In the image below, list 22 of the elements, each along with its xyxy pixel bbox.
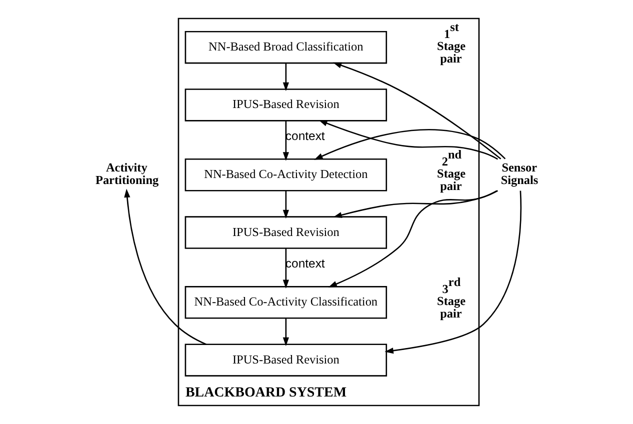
arrow	[282, 190, 289, 219]
arrow	[332, 62, 502, 160]
node-box: IPUS-Based Revision	[184, 88, 388, 122]
arrow	[282, 248, 289, 288]
node-box: IPUS-Based Revision	[184, 216, 388, 249]
edge-label: context	[285, 129, 325, 144]
arrow	[318, 120, 498, 160]
arrow	[282, 120, 289, 161]
node-box: IPUS-Based Revision	[184, 344, 388, 376]
node-box: NN-Based Co-Activity Classification	[184, 286, 388, 319]
arrow	[328, 190, 498, 288]
arrow	[314, 129, 506, 160]
edge-label: context	[285, 256, 325, 271]
arrow	[384, 190, 522, 354]
node-text: Sensor Signals	[500, 160, 538, 187]
arrow	[282, 318, 289, 346]
arrow	[282, 63, 289, 92]
arrow	[333, 190, 498, 218]
node-text: Activity Partitioning	[95, 160, 159, 187]
node-box: NN-Based Co-Activity Detection	[184, 158, 388, 192]
arrow	[124, 188, 206, 345]
node-box: NN-Based Broad Classification	[184, 30, 388, 64]
